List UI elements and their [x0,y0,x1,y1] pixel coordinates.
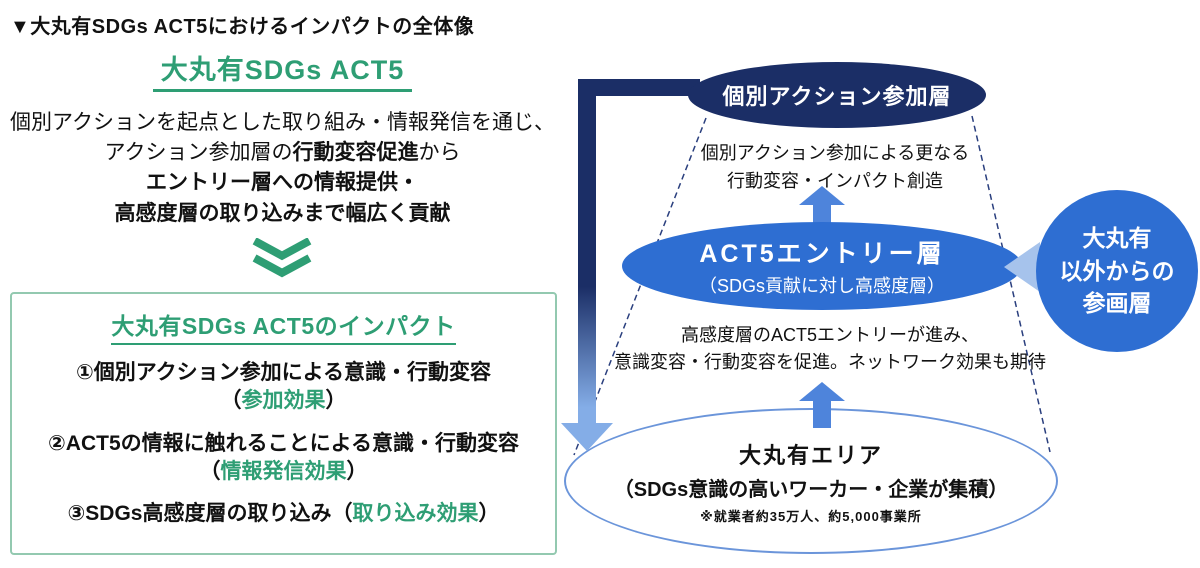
impact-item-3-paren-close: ） [478,502,500,526]
impact-item-3-effect: 取り込み効果 [352,502,479,526]
desc-line-2-post: から [418,141,461,165]
impact-item-2-paren-open: （ [199,460,221,484]
area-subtitle: （SDGs意識の高いワーカー・企業が集積） [613,478,1009,501]
mid-note-line-1: 高感度層のACT5エントリーが進み、 [680,325,979,345]
impact-item-3-paren-open: （ [331,502,353,526]
left-heading-wrap: 大丸有SDGs ACT5 [0,48,565,92]
top-layer-ellipse: 個別アクション参加層 [688,62,986,128]
desc-line-4: 高感度層の取り込みまで幅広く貢献 [114,201,451,225]
chevron-down-icon [252,238,312,278]
top-note-line-2: 行動変容・インパクト創造 [727,170,943,191]
page-title: ▼大丸有SDGs ACT5におけるインパクトの全体像 [10,16,475,38]
flow-connector-arrow-icon [561,423,613,451]
mid-note-line-2: 意識変容・行動変容を促進。ネットワーク効果も期待 [614,352,1046,372]
entry-layer-title: ACT5エントリー層 [699,240,945,268]
top-layer-note: 個別アクション参加による更なる 行動変容・インパクト創造 [650,140,1020,196]
area-stat-note: ※就業者約35万人、約5,000事業所 [700,508,922,524]
flow-connector-vertical [578,79,596,425]
desc-line-3: エントリー層への情報提供・ [146,171,419,195]
impact-item-1-paren-close: ） [325,389,347,413]
flow-connector-horizontal [596,79,700,96]
inflow-arrow-icon [1004,242,1040,292]
area-title: 大丸有エリア [738,442,883,468]
impact-item-3-text: ③SDGs高感度層の取り込み [67,502,332,526]
impact-item-1-text: ①個別アクション参加による意識・行動変容 [75,361,492,384]
external-circle-line-3: 参画層 [1082,290,1152,317]
impact-item-1-effect: 参加効果 [241,389,326,413]
impact-item-3: ③SDGs高感度層の取り込み（取り込み効果） [12,500,555,528]
impact-box: 大丸有SDGs ACT5のインパクト ①個別アクション参加による意識・行動変容 … [10,292,557,555]
desc-line-2-emphasis: 行動変容促進 [292,141,419,165]
entry-layer-subtitle: （SDGs貢献に対し高感度層） [698,276,945,296]
top-note-line-1: 個別アクション参加による更なる [700,143,970,163]
impact-box-title: 大丸有SDGs ACT5のインパクト [111,307,456,345]
impact-item-2: ②ACT5の情報に触れることによる意識・行動変容 （情報発信効果） [12,430,555,487]
external-circle-line-1: 大丸有 [1082,225,1152,252]
area-ellipse: 大丸有エリア （SDGs意識の高いワーカー・企業が集積） ※就業者約35万人、約… [564,408,1058,554]
up-arrow-icon-2 [799,382,845,428]
entry-layer-ellipse: ACT5エントリー層 （SDGs貢献に対し高感度層） [622,222,1022,310]
impact-item-2-paren-close: ） [346,460,368,484]
external-circle-line-2: 以外からの [1059,257,1175,284]
top-layer-label: 個別アクション参加層 [722,84,952,109]
program-description: 個別アクションを起点とした取り組み・情報発信を通じ、 アクション参加層の行動変容… [0,108,565,229]
impact-item-2-effect: 情報発信効果 [220,460,347,484]
desc-line-2: アクション参加層の行動変容促進から [0,138,565,168]
external-participants-circle: 大丸有 以外からの 参画層 [1036,190,1198,352]
impact-item-1: ①個別アクション参加による意識・行動変容 （参加効果） [12,359,555,416]
entry-layer-note: 高感度層のACT5エントリーが進み、 意識変容・行動変容を促進。ネットワーク効果… [590,322,1070,376]
impact-item-2-text: ②ACT5の情報に触れることによる意識・行動変容 [48,431,519,455]
program-name-heading: 大丸有SDGs ACT5 [152,48,413,92]
desc-line-2-pre: アクション参加層の [104,141,293,165]
impact-item-1-paren-open: （ [220,389,242,413]
desc-line-1: 個別アクションを起点とした取り組み・情報発信を通じ、 [10,111,555,134]
up-arrow-icon-1 [799,186,845,232]
